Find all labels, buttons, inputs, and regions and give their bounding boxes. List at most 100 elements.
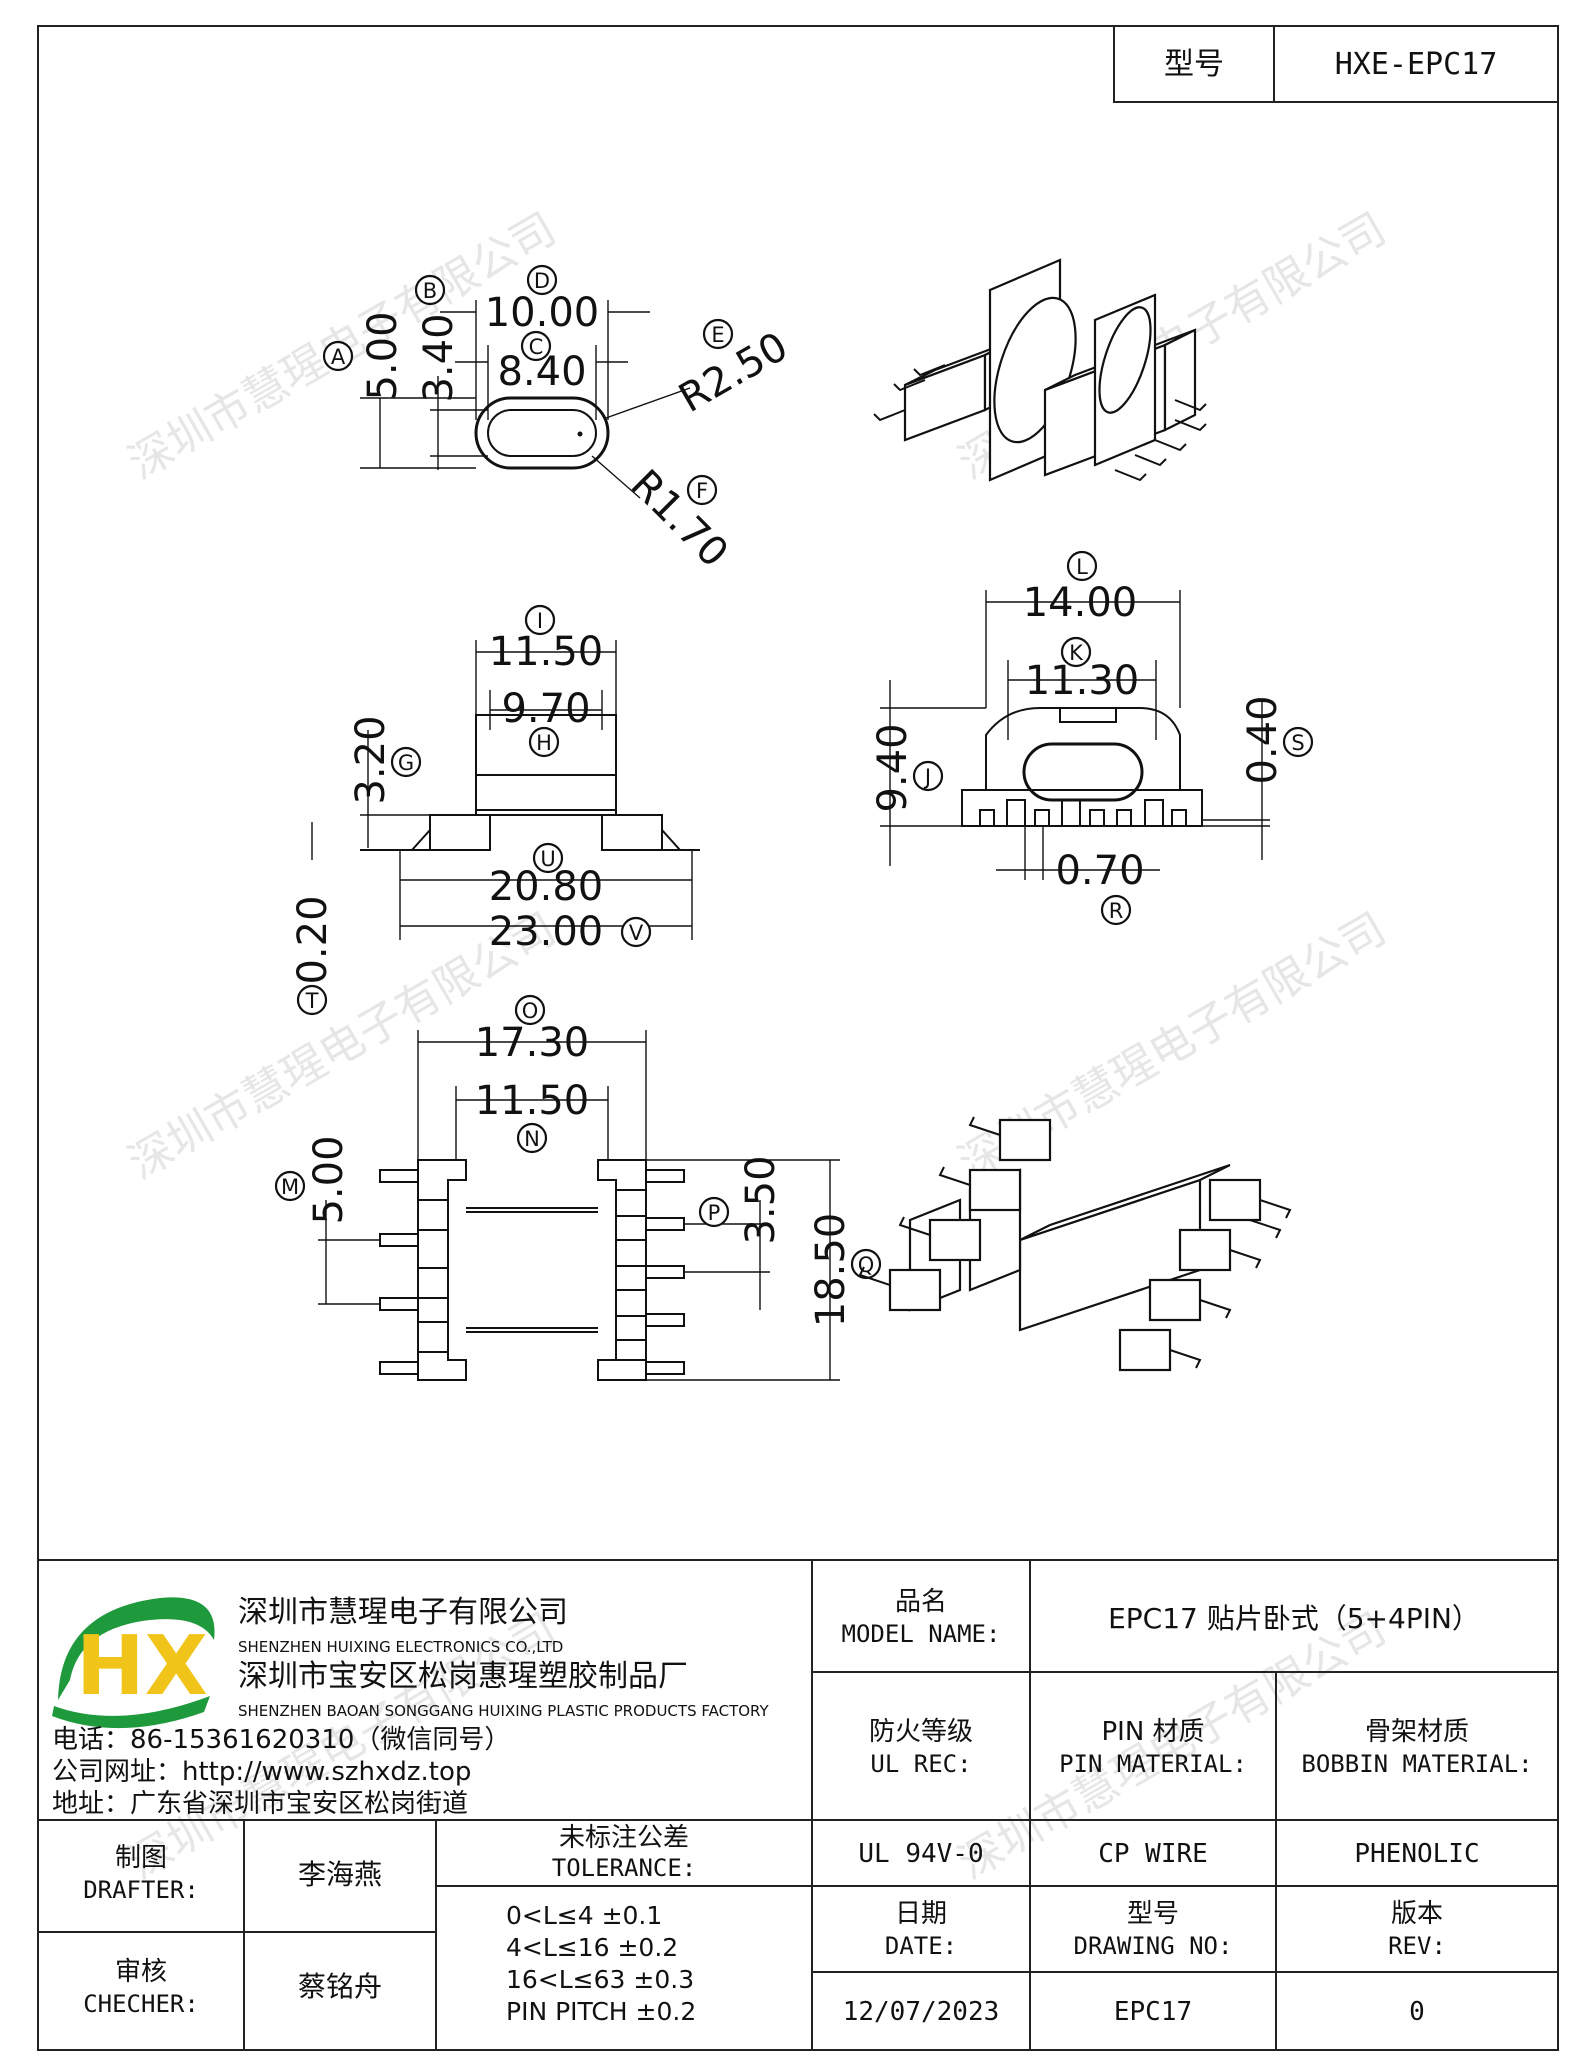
factory-name-en: SHENZHEN BAOAN SONGGANG HUIXING PLASTIC … — [238, 1702, 770, 1720]
svg-text:U: U — [540, 847, 555, 871]
front-pin-blocks — [979, 799, 1187, 827]
dim-V-value: 23.00 — [489, 909, 604, 955]
tolerance-line: PIN PITCH ±0.2 — [506, 1997, 696, 2026]
rev-label-en: REV: — [1388, 1932, 1446, 1960]
label-A: A — [322, 340, 354, 372]
company-website: 公司网址：http://www.szhxdz.top — [52, 1757, 471, 1787]
svg-text:P: P — [708, 1201, 721, 1225]
dim-M-value: 5.00 — [306, 1135, 352, 1224]
view-front: 14.00 11.30 9.40 0.40 0.70 L K J S R — [870, 550, 1314, 926]
dim-E-value: R2.50 — [671, 324, 795, 422]
checker-value: 蔡铭舟 — [298, 1970, 382, 2003]
svg-text:A: A — [331, 345, 346, 369]
svg-text:N: N — [524, 1127, 540, 1151]
dim-R-value: 0.70 — [1055, 848, 1144, 894]
dim-I-value: 11.50 — [489, 629, 604, 675]
dim-D-value: 10.00 — [485, 290, 600, 336]
dim-N-value: 11.50 — [475, 1078, 590, 1124]
watermarks: 深圳市慧瑆电子有限公司 深圳市慧瑆电子有限公司 深圳市慧瑆电子有限公司 深圳市慧… — [120, 203, 1395, 1889]
model-value: HXE-EPC17 — [1335, 47, 1498, 82]
checker-label-en: CHECHER: — [83, 1990, 199, 2018]
company-logo: HX — [52, 1597, 215, 1729]
label-N: N — [516, 1122, 548, 1154]
ul-value: UL 94V-0 — [858, 1839, 983, 1869]
title-block: HX 深圳市慧瑆电子有限公司 SHENZHEN HUIXING ELECTRON… — [38, 1559, 1558, 2050]
svg-text:L: L — [1076, 555, 1088, 579]
company-name-en: SHENZHEN HUIXING ELECTRONICS CO.,LTD — [238, 1638, 563, 1656]
rev-label-cn: 版本 — [1391, 1899, 1443, 1929]
company-phone: 电话：86-15361620310（微信同号） — [52, 1725, 510, 1755]
ul-label-en: UL REC: — [870, 1750, 971, 1778]
sheet-border — [37, 25, 1559, 2051]
tolerance-line: 4<L≤16 ±0.2 — [506, 1933, 678, 1962]
label-G: G — [390, 746, 422, 778]
label-S: S — [1282, 726, 1314, 758]
svg-text:F: F — [696, 479, 708, 503]
dim-P-value: 3.50 — [738, 1155, 784, 1244]
svg-text:V: V — [629, 921, 644, 945]
svg-text:H: H — [536, 731, 552, 755]
dim-O-value: 17.30 — [475, 1020, 590, 1066]
tolerance-line: 0<L≤4 ±0.1 — [506, 1901, 662, 1930]
pin-material-label-cn: PIN 材质 — [1101, 1717, 1204, 1747]
label-F: F — [686, 474, 718, 506]
svg-text:M: M — [281, 1175, 299, 1199]
label-M: M — [274, 1170, 306, 1202]
drafter-label-cn: 制图 — [115, 1843, 167, 1873]
label-Q: Q — [850, 1248, 882, 1280]
company-name-cn: 深圳市慧瑆电子有限公司 — [238, 1595, 568, 1630]
date-label-cn: 日期 — [895, 1899, 947, 1929]
label-O: O — [514, 994, 546, 1026]
svg-text:S: S — [1291, 731, 1304, 755]
label-E: E — [702, 318, 734, 350]
date-label-en: DATE: — [885, 1932, 957, 1960]
svg-text:I: I — [537, 609, 543, 633]
svg-text:O: O — [522, 999, 539, 1023]
label-T: T — [296, 984, 328, 1016]
svg-text:E: E — [711, 323, 724, 347]
svg-text:K: K — [1069, 641, 1084, 665]
plan-pins-left — [379, 1169, 449, 1375]
label-I: I — [524, 604, 556, 636]
product-name-value: EPC17 贴片卧式（5+4PIN） — [1108, 1602, 1480, 1635]
view-oval-window: 10.00 8.40 5.00 3.40 R2.50 R1.70 A B C D… — [322, 264, 796, 576]
label-J: J — [912, 760, 944, 792]
drawing-no-value: EPC17 — [1114, 1997, 1192, 2027]
svg-text:R: R — [1109, 899, 1124, 923]
svg-text:G: G — [398, 751, 414, 775]
plan-pins-right — [615, 1169, 685, 1375]
drawing-no-label-en: DRAWING NO: — [1074, 1932, 1233, 1960]
factory-name-cn: 深圳市宝安区松岗惠瑆塑胶制品厂 — [238, 1659, 688, 1694]
label-U: U — [532, 842, 564, 874]
dim-T-value: 0.20 — [290, 895, 336, 984]
model-header: 型号 HXE-EPC17 — [1113, 25, 1559, 103]
dim-A-value: 5.00 — [360, 311, 406, 400]
dim-S-value: 0.40 — [1240, 695, 1286, 784]
label-B: B — [414, 274, 446, 306]
dim-Q-value: 18.50 — [808, 1213, 854, 1328]
label-P: P — [698, 1196, 730, 1228]
bobbin-material-value: PHENOLIC — [1354, 1839, 1479, 1869]
label-C: C — [520, 330, 552, 362]
view-plan: 17.30 11.50 5.00 3.50 18.50 O N M P Q — [274, 994, 882, 1381]
tolerance-label-en: TOLERANCE: — [552, 1854, 697, 1882]
drafter-label-en: DRAFTER: — [83, 1876, 199, 1904]
pin-material-value: CP WIRE — [1098, 1839, 1208, 1869]
dim-J-value: 9.40 — [870, 723, 916, 812]
dim-G-value: 3.20 — [348, 715, 394, 804]
label-R: R — [1100, 894, 1132, 926]
svg-text:J: J — [923, 765, 931, 789]
dim-H-value: 9.70 — [501, 686, 590, 732]
ul-label-cn: 防火等级 — [869, 1717, 973, 1747]
view-side: 11.50 9.70 3.20 0.20 20.80 23.00 I H G U… — [290, 604, 700, 1016]
tolerance-label-cn: 未标注公差 — [559, 1823, 689, 1853]
view-isometric-bottom — [858, 1116, 1292, 1372]
drafter-value: 李海燕 — [298, 1858, 382, 1891]
svg-text:D: D — [534, 269, 550, 293]
dim-F-value: R1.70 — [622, 461, 737, 576]
product-name-label-cn: 品名 — [895, 1587, 947, 1617]
checker-label-cn: 审核 — [115, 1957, 167, 1987]
label-D: D — [526, 264, 558, 296]
logo-text: HX — [76, 1619, 208, 1714]
